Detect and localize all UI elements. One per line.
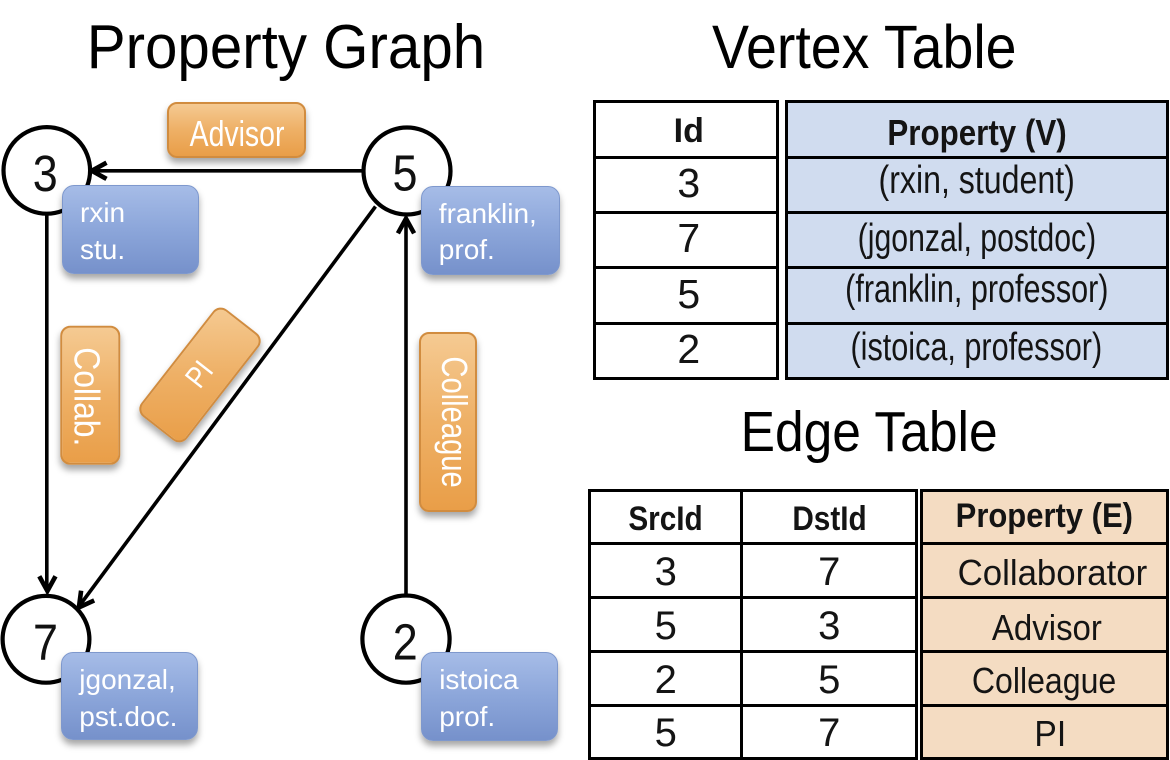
- svg-text:3: 3: [33, 145, 58, 202]
- svg-text:7: 7: [33, 614, 58, 671]
- svg-text:5: 5: [393, 145, 418, 202]
- svg-text:2: 2: [393, 614, 418, 671]
